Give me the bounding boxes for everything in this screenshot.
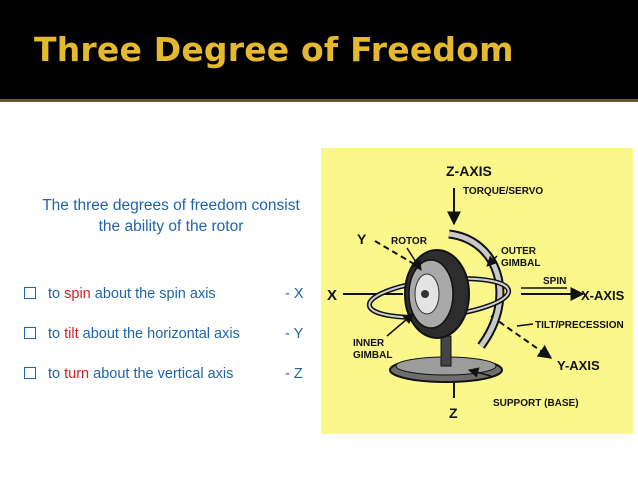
axis-label-y: - Y: [285, 326, 304, 342]
intro-line-1: The three degrees of freedom consist: [42, 197, 300, 214]
checkbox-bullet-icon: [24, 287, 36, 299]
bullet-prefix: to: [48, 366, 65, 382]
outer-gimbal-label-2: GIMBAL: [501, 258, 540, 269]
bullet-spin: to spin about the spin axis: [24, 286, 216, 302]
y-axis-lower-line: [490, 315, 553, 359]
intro-line-2: the ability of the rotor: [98, 218, 244, 235]
gyroscope-diagram: Z-AXIS TORQUE/SERVO Y ROTOR OUTER GIMBAL…: [327, 163, 625, 421]
intro-text: The three degrees of freedom consist the…: [23, 195, 319, 237]
bullet-text: about the horizontal axis: [78, 326, 240, 342]
bullet-prefix: to: [48, 286, 65, 302]
y-label: Y: [357, 231, 367, 247]
z-label: Z: [449, 405, 458, 421]
spin-label: SPIN: [543, 276, 566, 287]
bullet-keyword: tilt: [64, 326, 79, 342]
bullet-text: about the vertical axis: [89, 366, 234, 382]
gyroscope-figure: Z-AXIS TORQUE/SERVO Y ROTOR OUTER GIMBAL…: [321, 148, 633, 434]
support-base-label: SUPPORT (BASE): [493, 398, 579, 409]
checkbox-bullet-icon: [24, 367, 36, 379]
slide-title: Three Degree of Freedom: [34, 30, 514, 69]
inner-gimbal-label-1: INNER: [353, 338, 385, 349]
tilt-precession-label: TILT/PRECESSION: [535, 320, 624, 331]
axis-label-z: - Z: [285, 366, 303, 382]
outer-gimbal-label-1: OUTER: [501, 246, 537, 257]
z-axis-label: Z-AXIS: [446, 163, 492, 179]
x-label: X: [327, 287, 337, 304]
x-axis-label: X-AXIS: [581, 288, 625, 303]
support-post: [440, 335, 452, 367]
inner-gimbal-label-2: GIMBAL: [353, 350, 392, 361]
rotor-label: ROTOR: [391, 236, 428, 247]
title-bar: [0, 0, 638, 100]
y-axis-label: Y-AXIS: [557, 358, 600, 373]
bullet-turn: to turn about the vertical axis: [24, 366, 233, 382]
bullet-keyword: turn: [64, 366, 90, 382]
torque-servo-label: TORQUE/SERVO: [463, 186, 543, 197]
bullet-prefix: to: [48, 326, 65, 342]
bullet-tilt: to tilt about the horizontal axis: [24, 326, 240, 342]
title-underline: [0, 99, 638, 102]
bullet-keyword: spin: [64, 286, 91, 302]
axis-label-x: - X: [285, 286, 304, 302]
bullet-text: about the spin axis: [90, 286, 216, 302]
checkbox-bullet-icon: [24, 327, 36, 339]
